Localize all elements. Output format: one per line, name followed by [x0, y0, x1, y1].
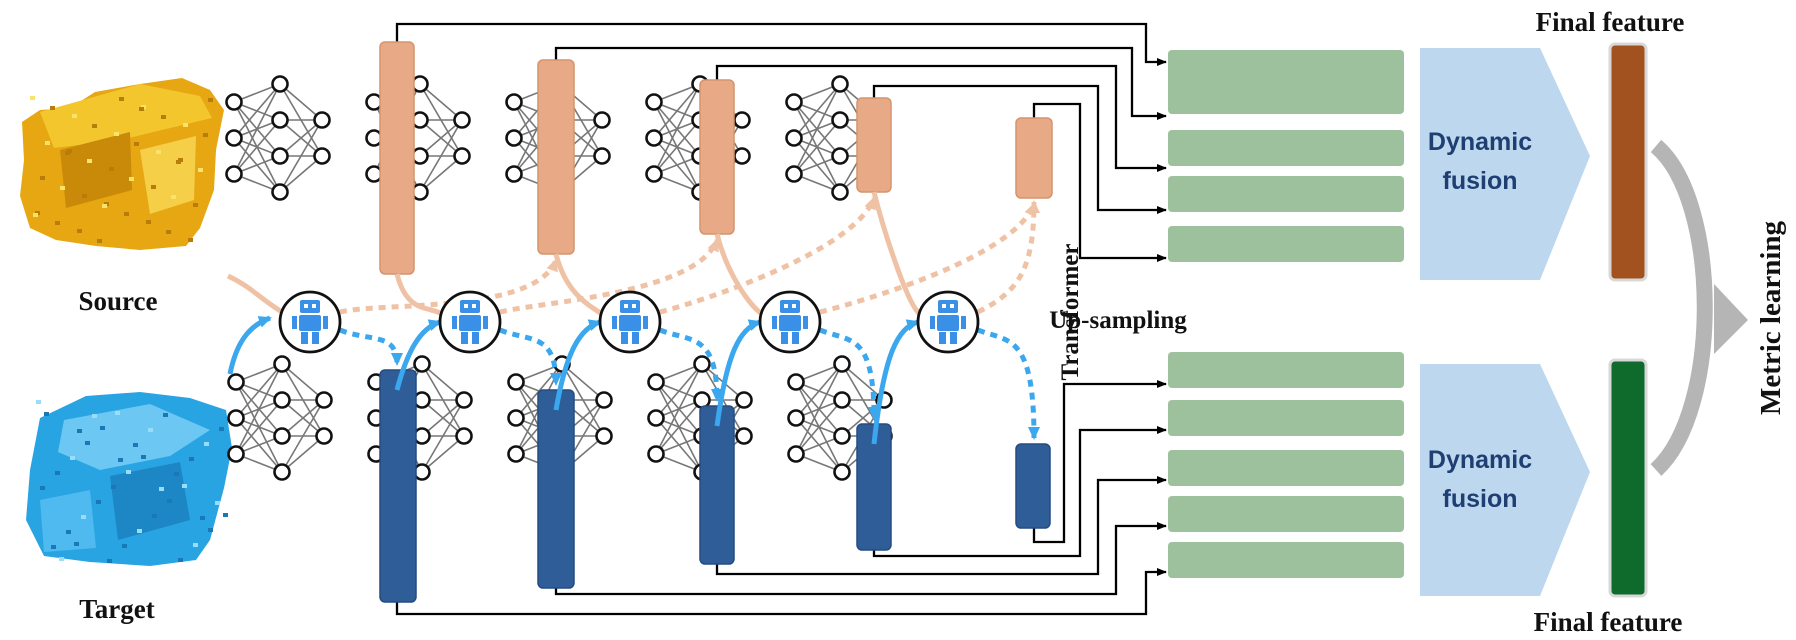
upsampling-block-bottom-1	[1168, 352, 1404, 388]
target-feature-block-3	[699, 405, 735, 565]
blue-flow-to-target-5	[977, 327, 1040, 440]
metric-learning-curve	[1650, 139, 1713, 476]
skip-bottom-4	[872, 426, 1167, 558]
upsampling-block-top-1	[1168, 50, 1404, 86]
final-feature-bottom-label: Final feature	[1534, 607, 1683, 637]
upsampling-label: Up-sampling	[1049, 307, 1187, 334]
target-label: Target	[79, 594, 155, 624]
transformer-label: Transformer	[1057, 244, 1084, 381]
metric-learning-arrowhead	[1714, 284, 1748, 354]
fusion-modules	[1420, 42, 1748, 598]
feature-blocks	[379, 41, 1404, 603]
peach-flow-to-source-6	[976, 200, 1040, 315]
upsampling-block-top-5	[1168, 226, 1404, 262]
robot-icon-4	[758, 290, 822, 354]
skip-bottom-2	[554, 522, 1167, 596]
blue-flow-into-robot-2	[394, 319, 442, 391]
neural-network-icon-target-1	[227, 355, 333, 481]
final-feature-bar-top	[1608, 42, 1648, 282]
skip-bottom-3	[715, 476, 1167, 576]
blue-flow-into-robot-4	[714, 319, 762, 427]
upsampling-block-bottom-2	[1168, 400, 1404, 436]
peach-flow-source	[226, 273, 284, 315]
upsampling-block-bottom-3	[1168, 450, 1404, 486]
target-feature-block-2	[537, 389, 575, 589]
blue-flow-target	[227, 315, 272, 375]
robot-modules	[278, 290, 980, 354]
source-feature-block-5	[1015, 117, 1053, 199]
peach-flow-to-source-5	[819, 202, 1037, 315]
robot-icon-3	[598, 290, 662, 354]
skip-connections	[395, 22, 1167, 616]
cross-attention-flows	[226, 191, 1040, 445]
skip-bottom-5	[1032, 380, 1167, 544]
peach-flow-into-robot-5	[871, 191, 922, 317]
source-feature-block-4	[856, 97, 892, 193]
skip-bottom-1	[395, 568, 1167, 616]
robot-icon-1	[278, 290, 342, 354]
upsampling-block-bottom-5	[1168, 542, 1404, 578]
final-feature-top-label: Final feature	[1536, 7, 1685, 37]
peach-flow-to-source-4	[659, 196, 877, 315]
upsampling-block-top-3	[1168, 130, 1404, 166]
point-clouds	[20, 78, 232, 566]
blue-flow-to-target-3	[659, 327, 723, 402]
upsampling-block-top-4	[1168, 176, 1404, 212]
blue-flow-to-target-2	[499, 327, 562, 386]
dynamic-fusion-bottom-line2: fusion	[1443, 485, 1518, 513]
peach-flow-into-robot-4	[714, 233, 764, 317]
skip-top-5	[1032, 102, 1167, 262]
blue-flow-to-target-4	[819, 327, 880, 420]
dynamic-fusion-top-line1: Dynamic	[1428, 128, 1532, 156]
robot-icon-2	[438, 290, 502, 354]
dynamic-fusion-top-line2: fusion	[1443, 167, 1518, 195]
robot-icon-5	[916, 290, 980, 354]
target-feature-block-1	[379, 369, 417, 603]
dynamic-fusion-bottom-line1: Dynamic	[1428, 446, 1532, 474]
source-feature-block-1	[379, 41, 415, 275]
blue-flow-to-target-1	[339, 327, 403, 366]
upsampling-block-bottom-4	[1168, 496, 1404, 532]
peach-flow-to-source-3	[499, 238, 720, 315]
source-feature-block-2	[537, 59, 575, 255]
skip-top-2	[554, 46, 1167, 120]
dynamic-fusion-chevron-top	[1420, 48, 1590, 280]
skip-top-3	[715, 64, 1167, 172]
dynamic-fusion-chevron-bottom	[1420, 364, 1590, 596]
point-cloud-target-image	[26, 392, 232, 566]
source-feature-block-3	[699, 79, 735, 235]
blue-flow-into-robot-3	[553, 319, 602, 411]
point-cloud-source-image	[20, 78, 224, 250]
blue-flow-into-robot-5	[871, 319, 920, 445]
source-label: Source	[79, 286, 158, 316]
skip-top-1	[395, 22, 1167, 66]
peach-flow-into-robot-2	[394, 273, 444, 317]
skip-top-4	[872, 84, 1167, 214]
target-feature-block-5	[1015, 443, 1051, 529]
peach-flow-into-robot-3	[553, 253, 604, 317]
metric-learning-label: Metric learning	[1755, 220, 1787, 415]
neural-network-icon-source-1	[225, 75, 331, 201]
upsampling-block-top-2	[1168, 78, 1404, 114]
final-feature-bar-bottom	[1608, 358, 1648, 598]
